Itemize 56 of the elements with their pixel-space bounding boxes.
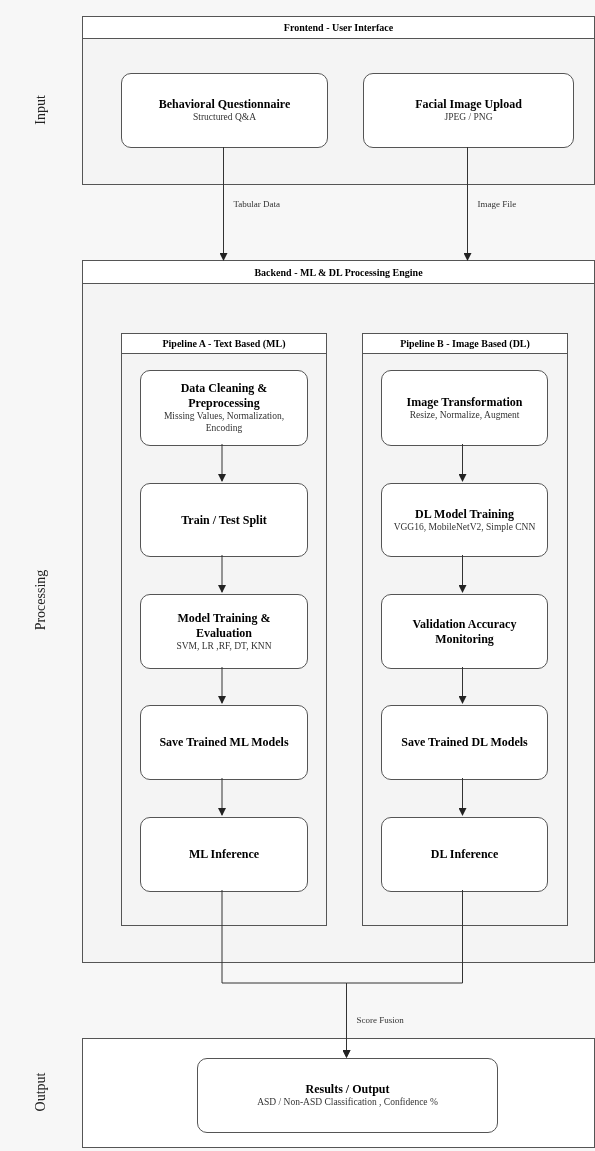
box-subtitle: Structured Q&A [192, 112, 257, 124]
arrow [218, 777, 226, 816]
box-title: ML Inference [188, 847, 260, 862]
process-box [381, 705, 548, 780]
box-title: Results / Output [305, 1082, 390, 1097]
box-subtitle: VGG16, MobileNetV2, Simple CNN [393, 521, 536, 534]
process-box [140, 594, 308, 669]
process-box [140, 817, 308, 892]
box-title: Facial Image Upload [415, 97, 522, 113]
box-subtitle: SVM, LR ,RF, DT, KNN [176, 640, 272, 653]
container-heading: Backend - ML & DL Processing Engine [83, 261, 594, 284]
lane-label: Processing [31, 569, 49, 631]
container-heading: Frontend - User Interface [83, 17, 594, 39]
box-title: Data Cleaning & Preprocessing [179, 381, 269, 412]
process-box [140, 370, 308, 446]
group-container [82, 260, 595, 963]
process-box [381, 483, 548, 557]
process-box [381, 817, 548, 892]
process-box [381, 594, 548, 669]
box-title: Behavioral Questionnaire [158, 97, 291, 113]
arrow [342, 889, 463, 1058]
arrow [458, 666, 467, 704]
box-title: Image Transformation [406, 394, 523, 410]
box-title: Validation Accuracy Monitoring [411, 616, 518, 647]
container-heading: Pipeline B - Image Based (DL) [363, 334, 567, 354]
arrow [218, 666, 226, 704]
box-title: Save Trained DL Models [401, 735, 528, 750]
box-subtitle: JPEG / PNG [444, 112, 493, 124]
box-title: DL Inference [430, 847, 499, 862]
lane-label: Output [31, 1072, 49, 1112]
arrow [458, 777, 467, 816]
arrow [219, 146, 228, 261]
box-title: Save Trained ML Models [159, 735, 289, 750]
arrow [218, 554, 226, 593]
process-box [363, 73, 574, 148]
lane-box [82, 1038, 595, 1148]
group-container [82, 16, 595, 185]
box-title: Train / Test Split [181, 512, 267, 528]
group-container [362, 333, 568, 926]
box-title: DL Model Training [415, 506, 514, 522]
arrow [458, 554, 467, 593]
lane-label: Input [31, 95, 49, 125]
box-subtitle: Missing Values, Normalization, Encoding [162, 411, 286, 435]
process-box [140, 483, 308, 557]
arrow [218, 443, 226, 482]
box-subtitle: ASD / Non-ASD Classification , Confidence % [257, 1097, 438, 1109]
box-title: Model Training & Evaluation [176, 610, 272, 641]
process-box [197, 1058, 498, 1133]
process-box [121, 73, 328, 148]
group-container [121, 333, 327, 926]
box-subtitle: Resize, Normalize, Augment [409, 409, 520, 422]
arrow [458, 443, 467, 482]
arrow [463, 146, 472, 261]
container-heading: Pipeline A - Text Based (ML) [122, 334, 326, 354]
process-box [381, 370, 548, 446]
process-box [140, 705, 308, 780]
